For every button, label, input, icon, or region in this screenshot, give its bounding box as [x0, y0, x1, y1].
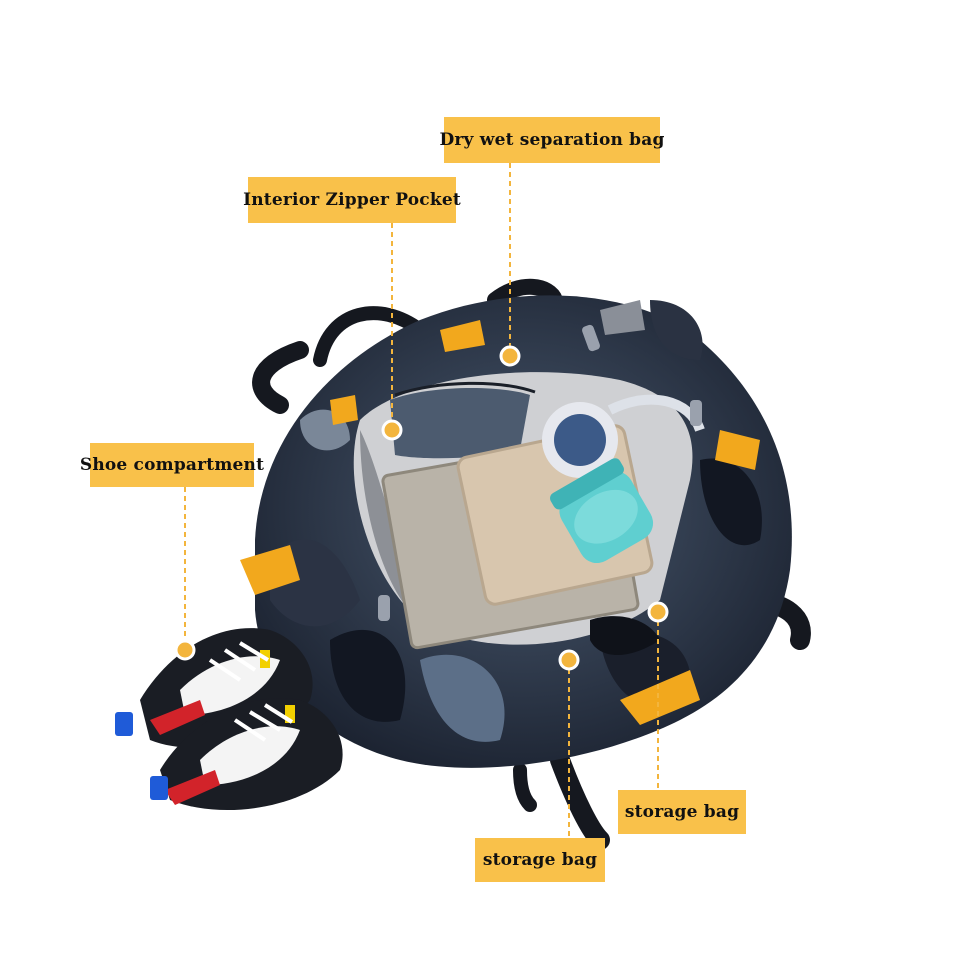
leader-lines — [184, 163, 659, 838]
callout-interior-zipper-pocket: Interior Zipper Pocket — [243, 177, 461, 223]
side-pocket-opening — [590, 616, 660, 655]
callout-storage-bag-bottom: storage bag — [475, 838, 605, 882]
zipper-pulls — [378, 324, 702, 621]
callout-dots — [174, 345, 669, 671]
callout-shoe-compartment: Shoe compartment — [80, 443, 264, 487]
callout-dry-wet-separation-bag: Dry wet separation bag — [439, 117, 664, 163]
water-bottle — [550, 458, 654, 564]
pocket-zipper — [394, 381, 536, 397]
interior-zipper-pocket — [390, 388, 530, 459]
callout-storage-bag-right: storage bag — [618, 790, 746, 834]
